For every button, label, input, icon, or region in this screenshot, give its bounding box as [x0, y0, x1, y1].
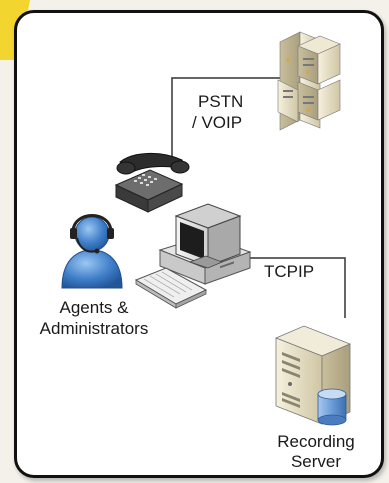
recording-server-label-line1: Recording: [277, 432, 355, 451]
agents-label-line2: Administrators: [39, 319, 149, 338]
pstn-connector: [171, 77, 285, 160]
keyboard-icon: [134, 267, 208, 309]
connector-lines: [171, 77, 346, 318]
agents-label-line1: Agents &: [59, 298, 129, 317]
agent-headset-icon: [61, 214, 123, 289]
tcpip-label: TCPIP: [264, 262, 315, 281]
server-rack-icon: [277, 31, 341, 131]
recording-server-label-line2: Server: [290, 452, 342, 471]
database-icon: [317, 388, 347, 426]
pstn-label-line2: / VOIP: [192, 113, 243, 132]
telephone-icon: [114, 152, 190, 213]
desktop-computer-icon: [158, 203, 252, 285]
tcpip-connector: [228, 257, 346, 318]
pstn-label-line1: PSTN: [198, 92, 244, 111]
